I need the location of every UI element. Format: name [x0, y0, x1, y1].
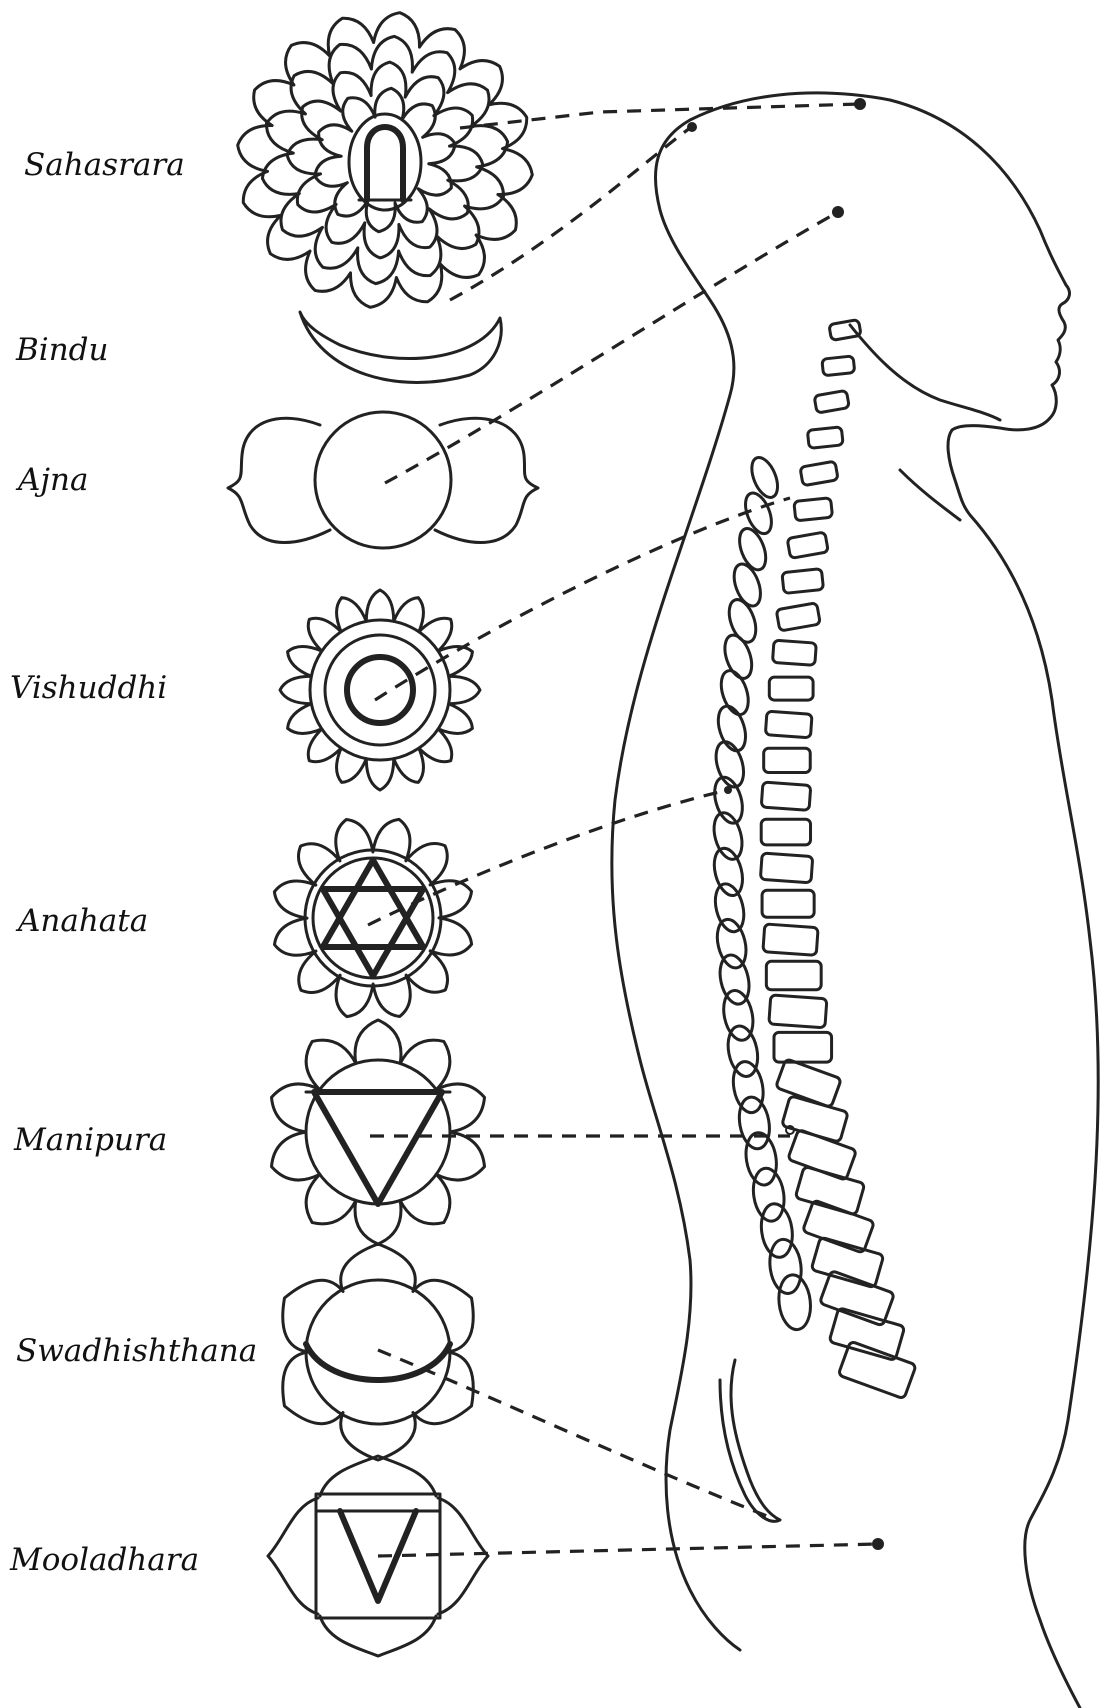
outer-circle [306, 1060, 450, 1204]
vertebra [774, 1032, 832, 1062]
vertebra [838, 1341, 916, 1399]
spinous-process [758, 1202, 795, 1259]
vertebra [760, 853, 812, 883]
middle-circle [325, 635, 435, 745]
vertebra [772, 640, 816, 665]
point-ajna [832, 206, 844, 218]
spinous-process [711, 881, 749, 935]
spinous-process [767, 1238, 804, 1296]
spinous-process [729, 1059, 767, 1115]
vertebra [829, 320, 861, 341]
inner-circle [347, 657, 413, 723]
swadhishthana-symbol [283, 1244, 474, 1460]
point-sahasrara [854, 98, 866, 110]
spine [709, 320, 916, 1399]
vertebra [807, 427, 843, 449]
vertebra [782, 569, 824, 594]
spinous-process [729, 561, 766, 610]
hexagram-triangle [323, 889, 423, 976]
spinous-process [713, 917, 751, 971]
outer-circle [310, 620, 450, 760]
vertebra [776, 603, 820, 631]
spinous-process [776, 1273, 813, 1331]
anahata-symbol [274, 819, 471, 1016]
point-bindu [687, 122, 697, 132]
manipura-symbol [272, 1020, 485, 1244]
vertebra [829, 1308, 905, 1361]
ajna-symbol [228, 412, 538, 548]
hexagram-triangle [323, 860, 423, 947]
lingam-icon [367, 127, 403, 200]
spinous-process [750, 1166, 787, 1223]
petal-ring [272, 1020, 485, 1244]
petal-ring [238, 13, 533, 308]
vertebra [822, 356, 855, 376]
vertebra [769, 677, 813, 700]
vertebra [764, 748, 811, 772]
coccyx [720, 1360, 780, 1521]
vertebra [802, 1200, 874, 1253]
vertebra [769, 995, 827, 1028]
vertebra [795, 1166, 865, 1215]
point-mooladhara [872, 1538, 884, 1550]
vertebra [761, 782, 811, 810]
vertebra [762, 890, 814, 917]
spinous-process [736, 1095, 774, 1151]
vertebra [819, 1271, 894, 1327]
vertebra [814, 390, 849, 413]
vertebra [787, 532, 828, 558]
vertebra [811, 1237, 884, 1288]
connector-lines [368, 98, 884, 1556]
outer-circle [306, 1280, 450, 1424]
vertebra [800, 461, 838, 486]
vertebra [766, 961, 821, 989]
crescent [306, 1344, 450, 1380]
outer-circle [305, 850, 441, 986]
vishuddhi-symbol [280, 590, 480, 790]
inner-circle [313, 858, 433, 978]
spinous-process [742, 1130, 780, 1187]
vertebra [761, 819, 810, 845]
petal-ring [262, 36, 507, 283]
point-anahata [724, 786, 732, 794]
vertebra [794, 498, 833, 521]
vertebra [763, 924, 818, 955]
sahasrara-symbol [238, 13, 533, 308]
vertebra [765, 711, 812, 738]
bindu-symbol [300, 312, 501, 382]
